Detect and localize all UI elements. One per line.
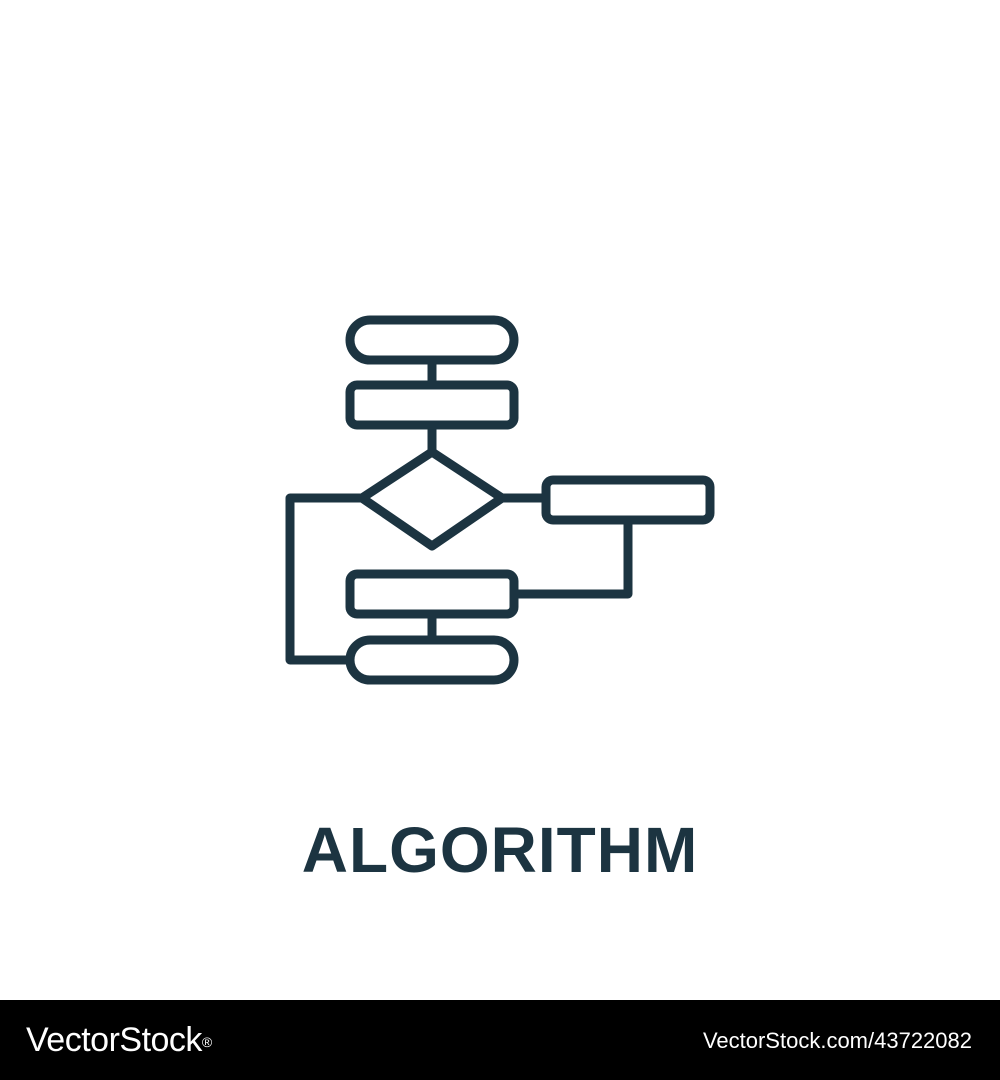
icon-canvas: ALGORITHM — [285, 315, 715, 886]
vectorstock-logo-text: VectorStock — [26, 1021, 202, 1059]
registered-mark: ® — [201, 1034, 212, 1050]
vectorstock-logo: VectorStock® — [26, 1018, 212, 1062]
icon-title: ALGORITHM — [301, 814, 699, 886]
process-box-shape — [345, 380, 519, 430]
connector-line — [509, 515, 633, 599]
watermark-footer: VectorStock® VectorStock.com/43722082 — [0, 1000, 1000, 1080]
connector-line — [285, 493, 367, 665]
start-terminator-shape — [345, 315, 519, 365]
decision-diamond-shape — [357, 447, 507, 551]
flowchart-icon — [285, 315, 715, 685]
image-reference: VectorStock.com/43722082 — [702, 1028, 972, 1053]
end-terminator-shape — [345, 635, 519, 685]
side-process-box-shape — [541, 475, 715, 525]
process-box-shape — [345, 569, 519, 619]
